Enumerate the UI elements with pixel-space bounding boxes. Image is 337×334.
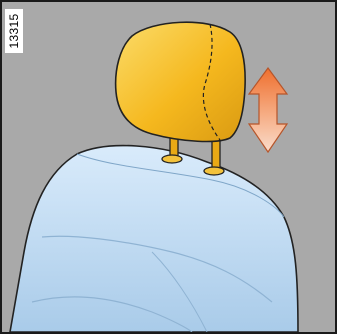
headrest (114, 21, 246, 143)
seat-back (9, 144, 299, 332)
headrest-adjustment-illustration (9, 21, 299, 332)
figure-reference-number: 13315 (5, 9, 23, 53)
headrest-post-right (203, 133, 225, 176)
double-arrow-vertical-icon (247, 66, 289, 154)
